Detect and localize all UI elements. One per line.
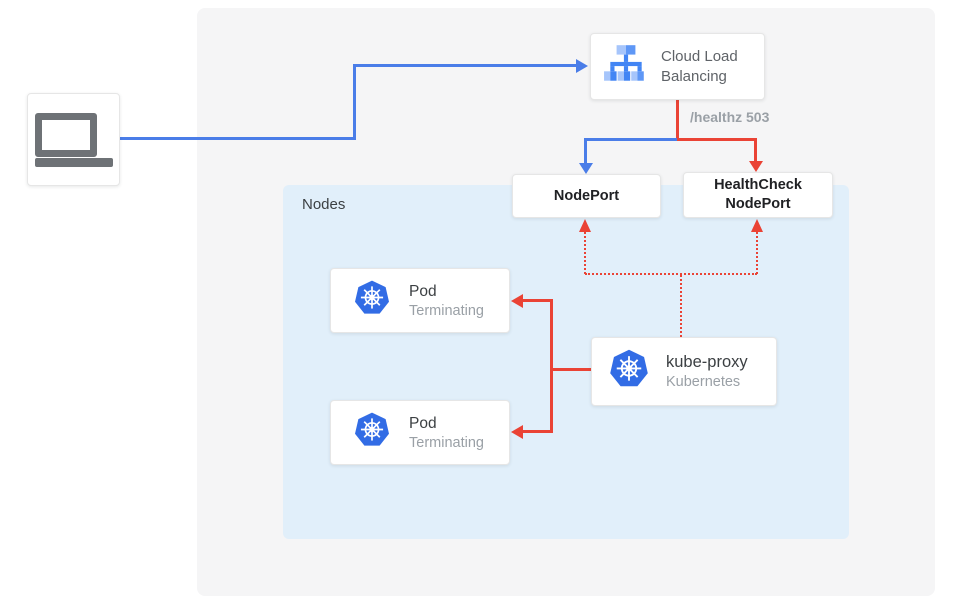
kubernetes-icon [353,279,391,322]
edge-to-nodeport-segment [584,138,587,164]
edge-to-pod-top-segment [523,299,553,302]
pod-status: Terminating [409,302,484,319]
edge-kubeproxy-to-pods-segment [550,299,553,433]
laptop-icon [34,112,113,167]
kube-proxy-subtitle: Kubernetes [666,373,741,390]
edge-kubeproxy-dotted-stem [680,275,682,337]
pod-title: Pod [409,414,437,432]
pod-top-node: Pod Terminating [330,268,510,333]
cloud-load-balancing-icon [603,43,649,90]
nodes-panel-label: Nodes [302,196,346,213]
arrowhead-into-nodeport [579,163,593,174]
edge-client-to-clb-segment [120,137,356,140]
edge-to-healthcheck-segment [677,138,757,141]
arrowhead-into-pod-top [511,294,523,308]
kube-proxy-title: kube-proxy [666,352,748,371]
laptop-screen [34,112,97,157]
arrowhead-into-clb [576,59,588,73]
arrowhead-into-healthcheck-bottom [751,219,763,232]
kubernetes-icon [608,348,650,395]
kubernetes-icon [353,411,391,454]
arrowhead-into-healthcheck-nodeport [749,161,763,172]
edge-client-to-clb-segment [353,64,356,140]
healthz-status-label: /healthz 503 [690,109,770,125]
pod-text: Pod Terminating [409,281,484,321]
kube-proxy-text: kube-proxy Kubernetes [666,352,748,392]
nodeport-node: NodePort [512,174,661,218]
edge-clb-down-segment [676,100,679,141]
kube-proxy-node: kube-proxy Kubernetes [591,337,777,406]
edge-client-to-clb-segment [356,64,578,67]
laptop-base [34,157,113,167]
cloud-load-balancing-title: Cloud Load Balancing [661,47,738,85]
nodeport-title: NodePort [553,187,620,204]
arrowhead-into-nodeport-bottom [579,219,591,232]
edge-kubeproxy-to-pods-segment [550,368,592,371]
healthcheck-nodeport-title: HealthCheck NodePort [714,177,802,212]
edge-to-healthcheck-segment [754,138,757,162]
edge-kubeproxy-dotted-to-nodeport [584,232,586,274]
healthcheck-nodeport-node: HealthCheck NodePort [683,172,833,218]
pod-title: Pod [409,282,437,300]
edge-to-pod-bottom-segment [523,430,553,433]
pod-text: Pod Terminating [409,413,484,453]
edge-kubeproxy-dotted-horizontal [585,273,757,275]
pod-status: Terminating [409,434,484,451]
pod-bottom-node: Pod Terminating [330,400,510,465]
cloud-load-balancing-node: Cloud Load Balancing [590,33,765,100]
client-node [27,93,120,186]
arrowhead-into-pod-bottom [511,425,523,439]
edge-kubeproxy-dotted-to-healthcheck [756,232,758,274]
edge-to-nodeport-segment [586,138,678,141]
